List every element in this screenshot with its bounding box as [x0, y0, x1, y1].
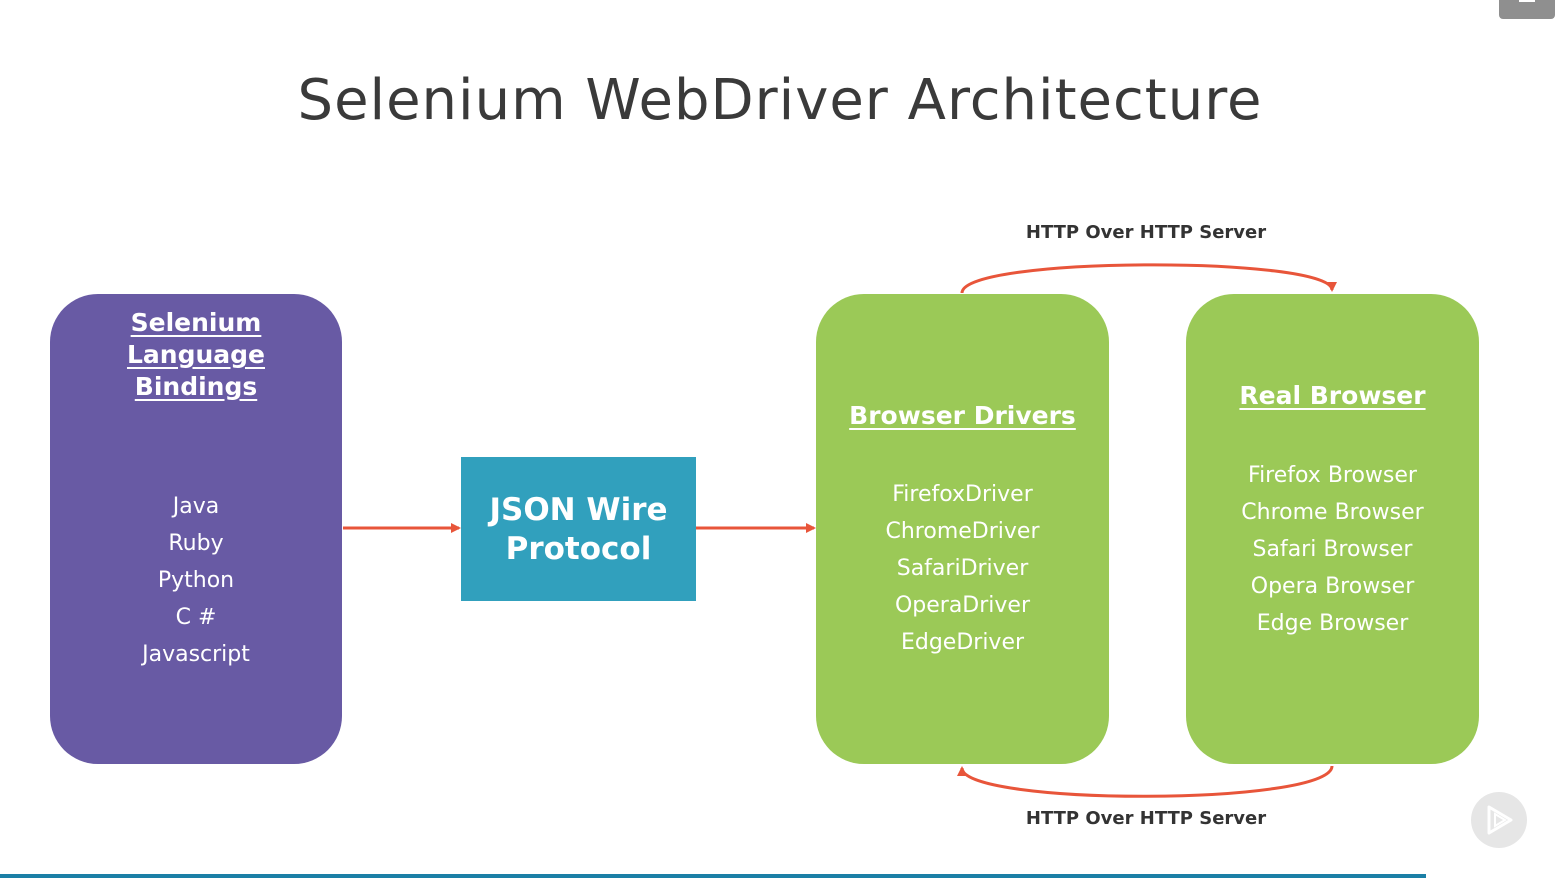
browser-item: Opera Browser	[1250, 574, 1415, 599]
language-item: Python	[157, 568, 235, 593]
play-icon[interactable]	[1471, 792, 1527, 848]
driver-item: FirefoxDriver	[892, 482, 1033, 507]
browser-item: Firefox Browser	[1248, 463, 1417, 488]
real-browser-heading: Real Browser	[1239, 381, 1426, 410]
language-item: Javascript	[142, 642, 250, 667]
json-wire-protocol-box: JSON Wire Protocol	[461, 457, 696, 601]
menu-icon-bar	[1519, 0, 1535, 2]
browser-item: Safari Browser	[1252, 537, 1413, 562]
arrow-browser-to-drivers-bottom	[957, 765, 1334, 798]
browser-drivers-box: Browser Drivers FirefoxDriver ChromeDriv…	[816, 294, 1109, 764]
menu-icon[interactable]	[1499, 0, 1555, 19]
progress-bar[interactable]	[0, 874, 1426, 878]
label-line: JSON Wire	[489, 492, 668, 528]
label-line: Protocol	[505, 531, 652, 567]
driver-item: OperaDriver	[894, 593, 1031, 618]
json-wire-protocol-label: JSON Wire Protocol	[461, 491, 696, 569]
language-item: Ruby	[168, 531, 224, 556]
real-browser-box: Real Browser Firefox Browser Chrome Brow…	[1186, 294, 1479, 764]
heading-line: Bindings	[134, 372, 258, 401]
browser-item: Chrome Browser	[1241, 500, 1424, 525]
language-item: Java	[172, 494, 220, 519]
http-bottom-label: HTTP Over HTTP Server	[1025, 808, 1267, 829]
browser-item: Edge Browser	[1256, 611, 1409, 636]
play-icon-glyph	[1487, 805, 1513, 835]
language-list: Java Ruby Python C # Javascript	[50, 488, 342, 673]
driver-item: EdgeDriver	[900, 630, 1025, 655]
arrow-drivers-to-browser-top	[960, 263, 1337, 294]
language-bindings-heading: Selenium Language Bindings	[50, 307, 342, 403]
driver-item: SafariDriver	[896, 556, 1029, 581]
driver-item: ChromeDriver	[885, 519, 1040, 544]
slide-title: Selenium WebDriver Architecture	[297, 68, 1263, 133]
heading-line: Language	[126, 340, 265, 369]
browser-drivers-heading: Browser Drivers	[849, 401, 1076, 430]
heading-line: Selenium	[130, 308, 262, 337]
driver-list: FirefoxDriver ChromeDriver SafariDriver …	[816, 476, 1109, 661]
browser-list: Firefox Browser Chrome Browser Safari Br…	[1186, 457, 1479, 642]
language-bindings-box: Selenium Language Bindings Java Ruby Pyt…	[50, 294, 342, 764]
http-top-label: HTTP Over HTTP Server	[1025, 222, 1267, 243]
language-item: C #	[175, 605, 217, 630]
